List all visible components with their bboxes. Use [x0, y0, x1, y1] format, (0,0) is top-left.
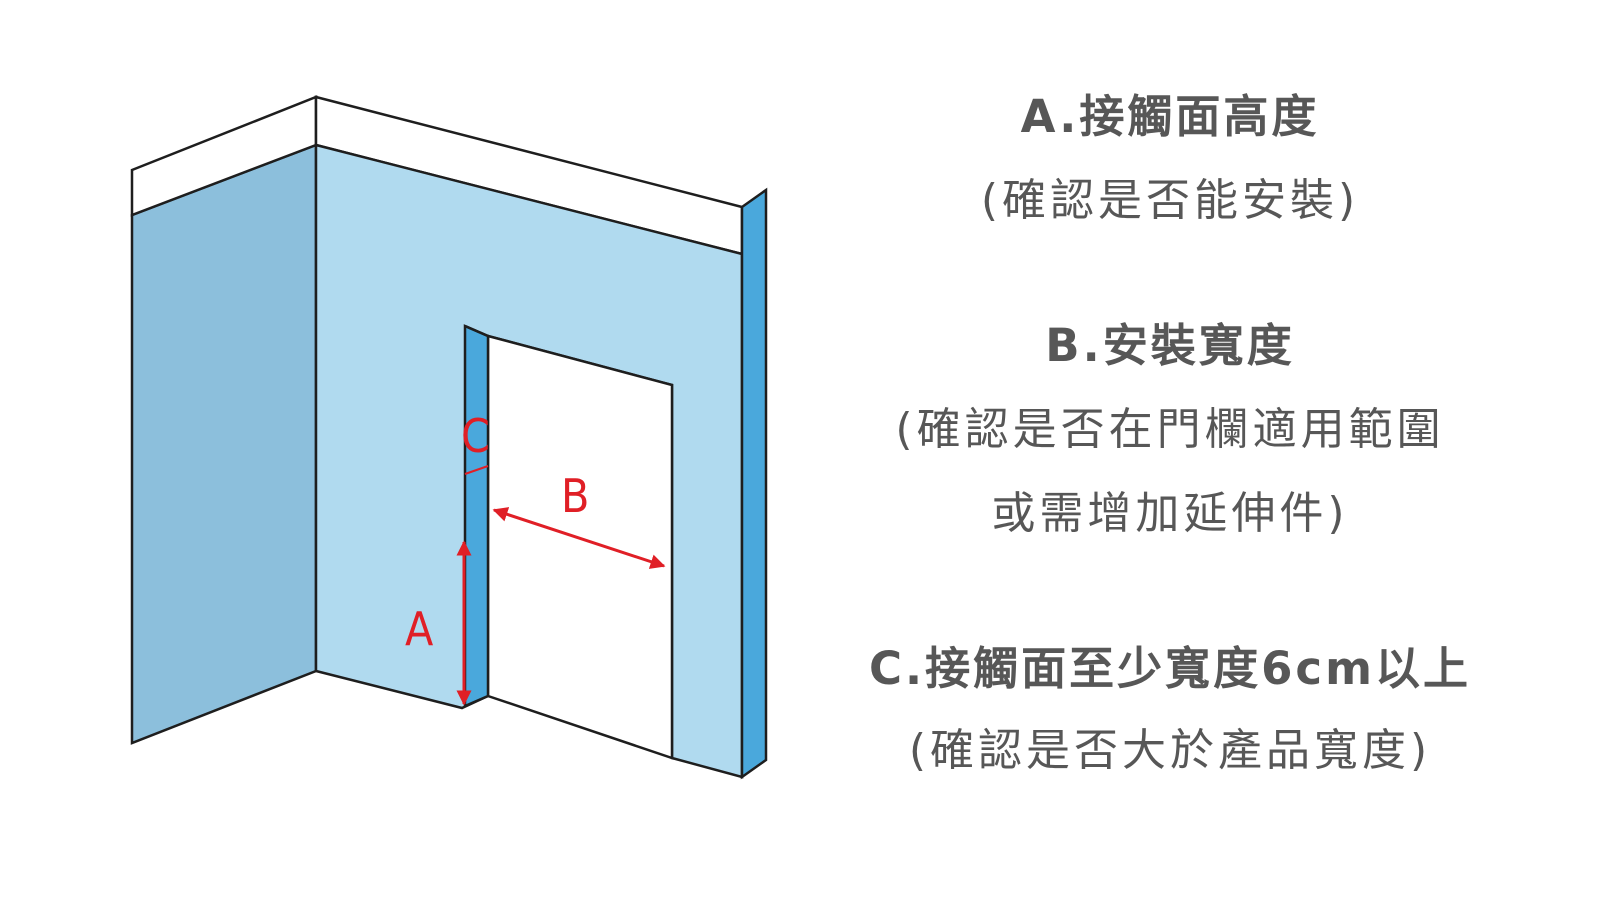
caption-panel: A.接觸面高度 (確認是否能安裝) B.安裝寬度 (確認是否在門欄適用範圍 或需… [860, 76, 1480, 773]
caption-b-note-line2: 或需增加延伸件) [991, 488, 1349, 539]
caption-b-title: B.安裝寬度 [1045, 319, 1295, 372]
caption-a-note: (確認是否能安裝) [980, 175, 1360, 226]
left-wall [130, 143, 318, 745]
caption-b-note-line1: (確認是否在門欄適用範圍 [895, 404, 1445, 455]
dimension-b-label: B [561, 469, 589, 523]
door-jamb-face [463, 324, 490, 708]
dimension-c-label: C [461, 409, 490, 463]
caption-c-note: (確認是否大於產品寬度) [908, 725, 1432, 776]
dimension-b-arrow [492, 507, 666, 569]
caption-c-title: C.接觸面至少寬度6cm以上 [869, 642, 1471, 695]
dimension-a-label: A [405, 602, 433, 656]
right-wall-edge [740, 187, 768, 780]
door-frame-diagram: A B C [130, 95, 768, 780]
caption-a-title: A.接觸面高度 [1020, 90, 1320, 143]
dimension-c-arrow [464, 465, 489, 475]
door-opening [486, 334, 674, 760]
door-jamb-top-edge [464, 324, 489, 338]
